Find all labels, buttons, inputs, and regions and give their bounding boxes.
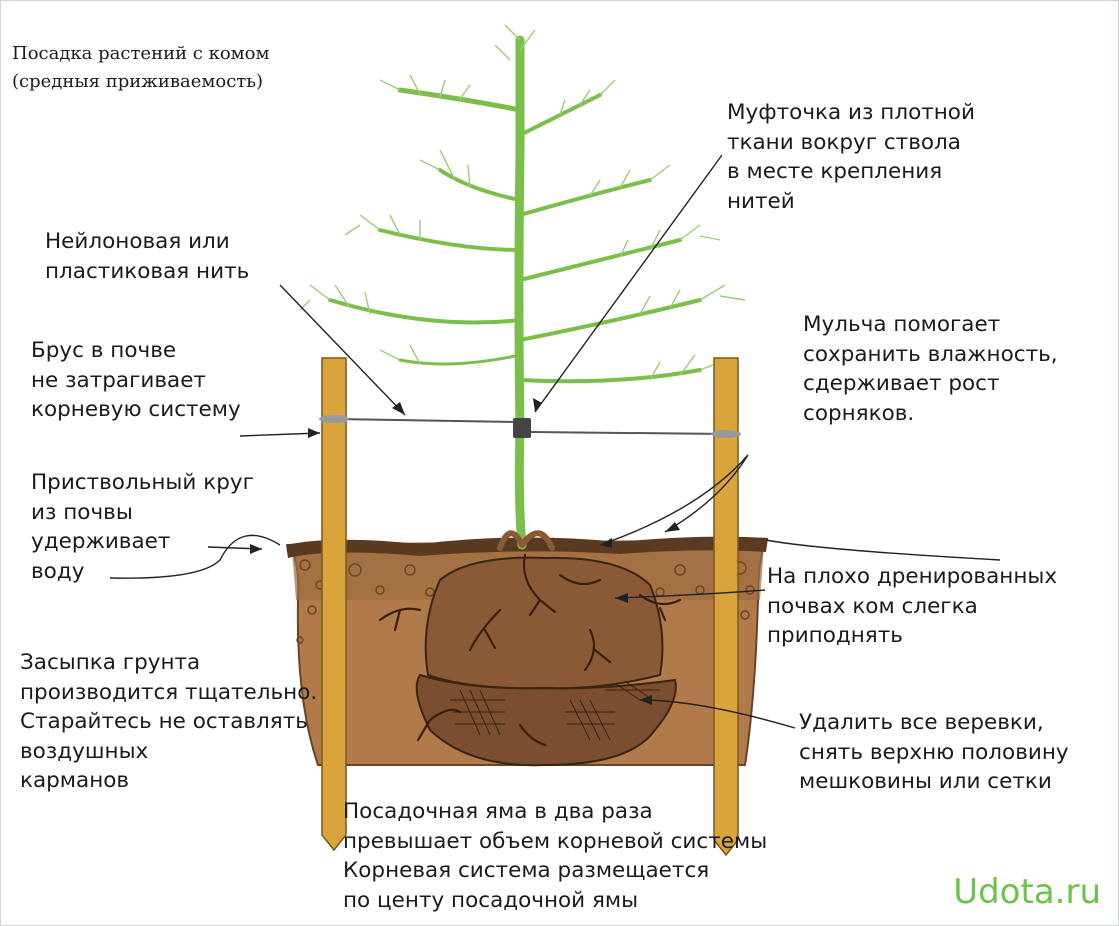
diagram-title: Посадка растений с комом (средныя прижив…	[12, 43, 270, 92]
leader-lines	[109, 154, 1001, 729]
label-sleeve: Муфточка из плотной ткани вокруг ствола …	[727, 100, 975, 214]
mulch-layer	[286, 536, 768, 558]
leader-circle	[109, 534, 281, 579]
root-ball	[424, 556, 664, 690]
leader-soil-surface	[765, 539, 1001, 561]
burlap-mesh	[450, 677, 660, 741]
leader-drainage	[614, 589, 766, 599]
label-burlap: Удалить все веревки, снять верхню полови…	[799, 710, 1069, 794]
label-stake: Брус в почве не затрагивает корневую сис…	[31, 338, 241, 422]
label-drainage: На плохо дренированных почвах ком слегка…	[767, 564, 1058, 648]
label-mulch: Мульча помогает сохранить влажность, сде…	[803, 312, 1058, 426]
label-pit: Посадочная яма в два раза превышает объе…	[343, 799, 768, 913]
leader-sleeve	[534, 154, 723, 413]
stake-right-band	[711, 430, 741, 438]
stake-left	[321, 357, 347, 852]
trunk-sleeve	[513, 418, 531, 438]
leader-burlap	[639, 699, 796, 729]
tree-twigs	[299, 24, 746, 381]
watermark: Udota.ru	[953, 872, 1101, 912]
label-circle: Приствольный круг из почвы удерживает во…	[31, 470, 254, 584]
tree	[328, 35, 702, 551]
roots	[378, 553, 682, 747]
stake-left-band	[319, 415, 349, 423]
label-thread: Нейлоновая или пластиковая нить	[45, 229, 250, 284]
tie-left	[335, 418, 515, 423]
arrow-heads	[250, 398, 680, 705]
leader-stake	[239, 432, 321, 437]
leader-thread	[279, 284, 406, 416]
leader-mulch-a	[599, 454, 749, 546]
tie-right	[530, 431, 728, 435]
label-backfill: Засыпка грунта производится тщательно. С…	[20, 650, 318, 793]
